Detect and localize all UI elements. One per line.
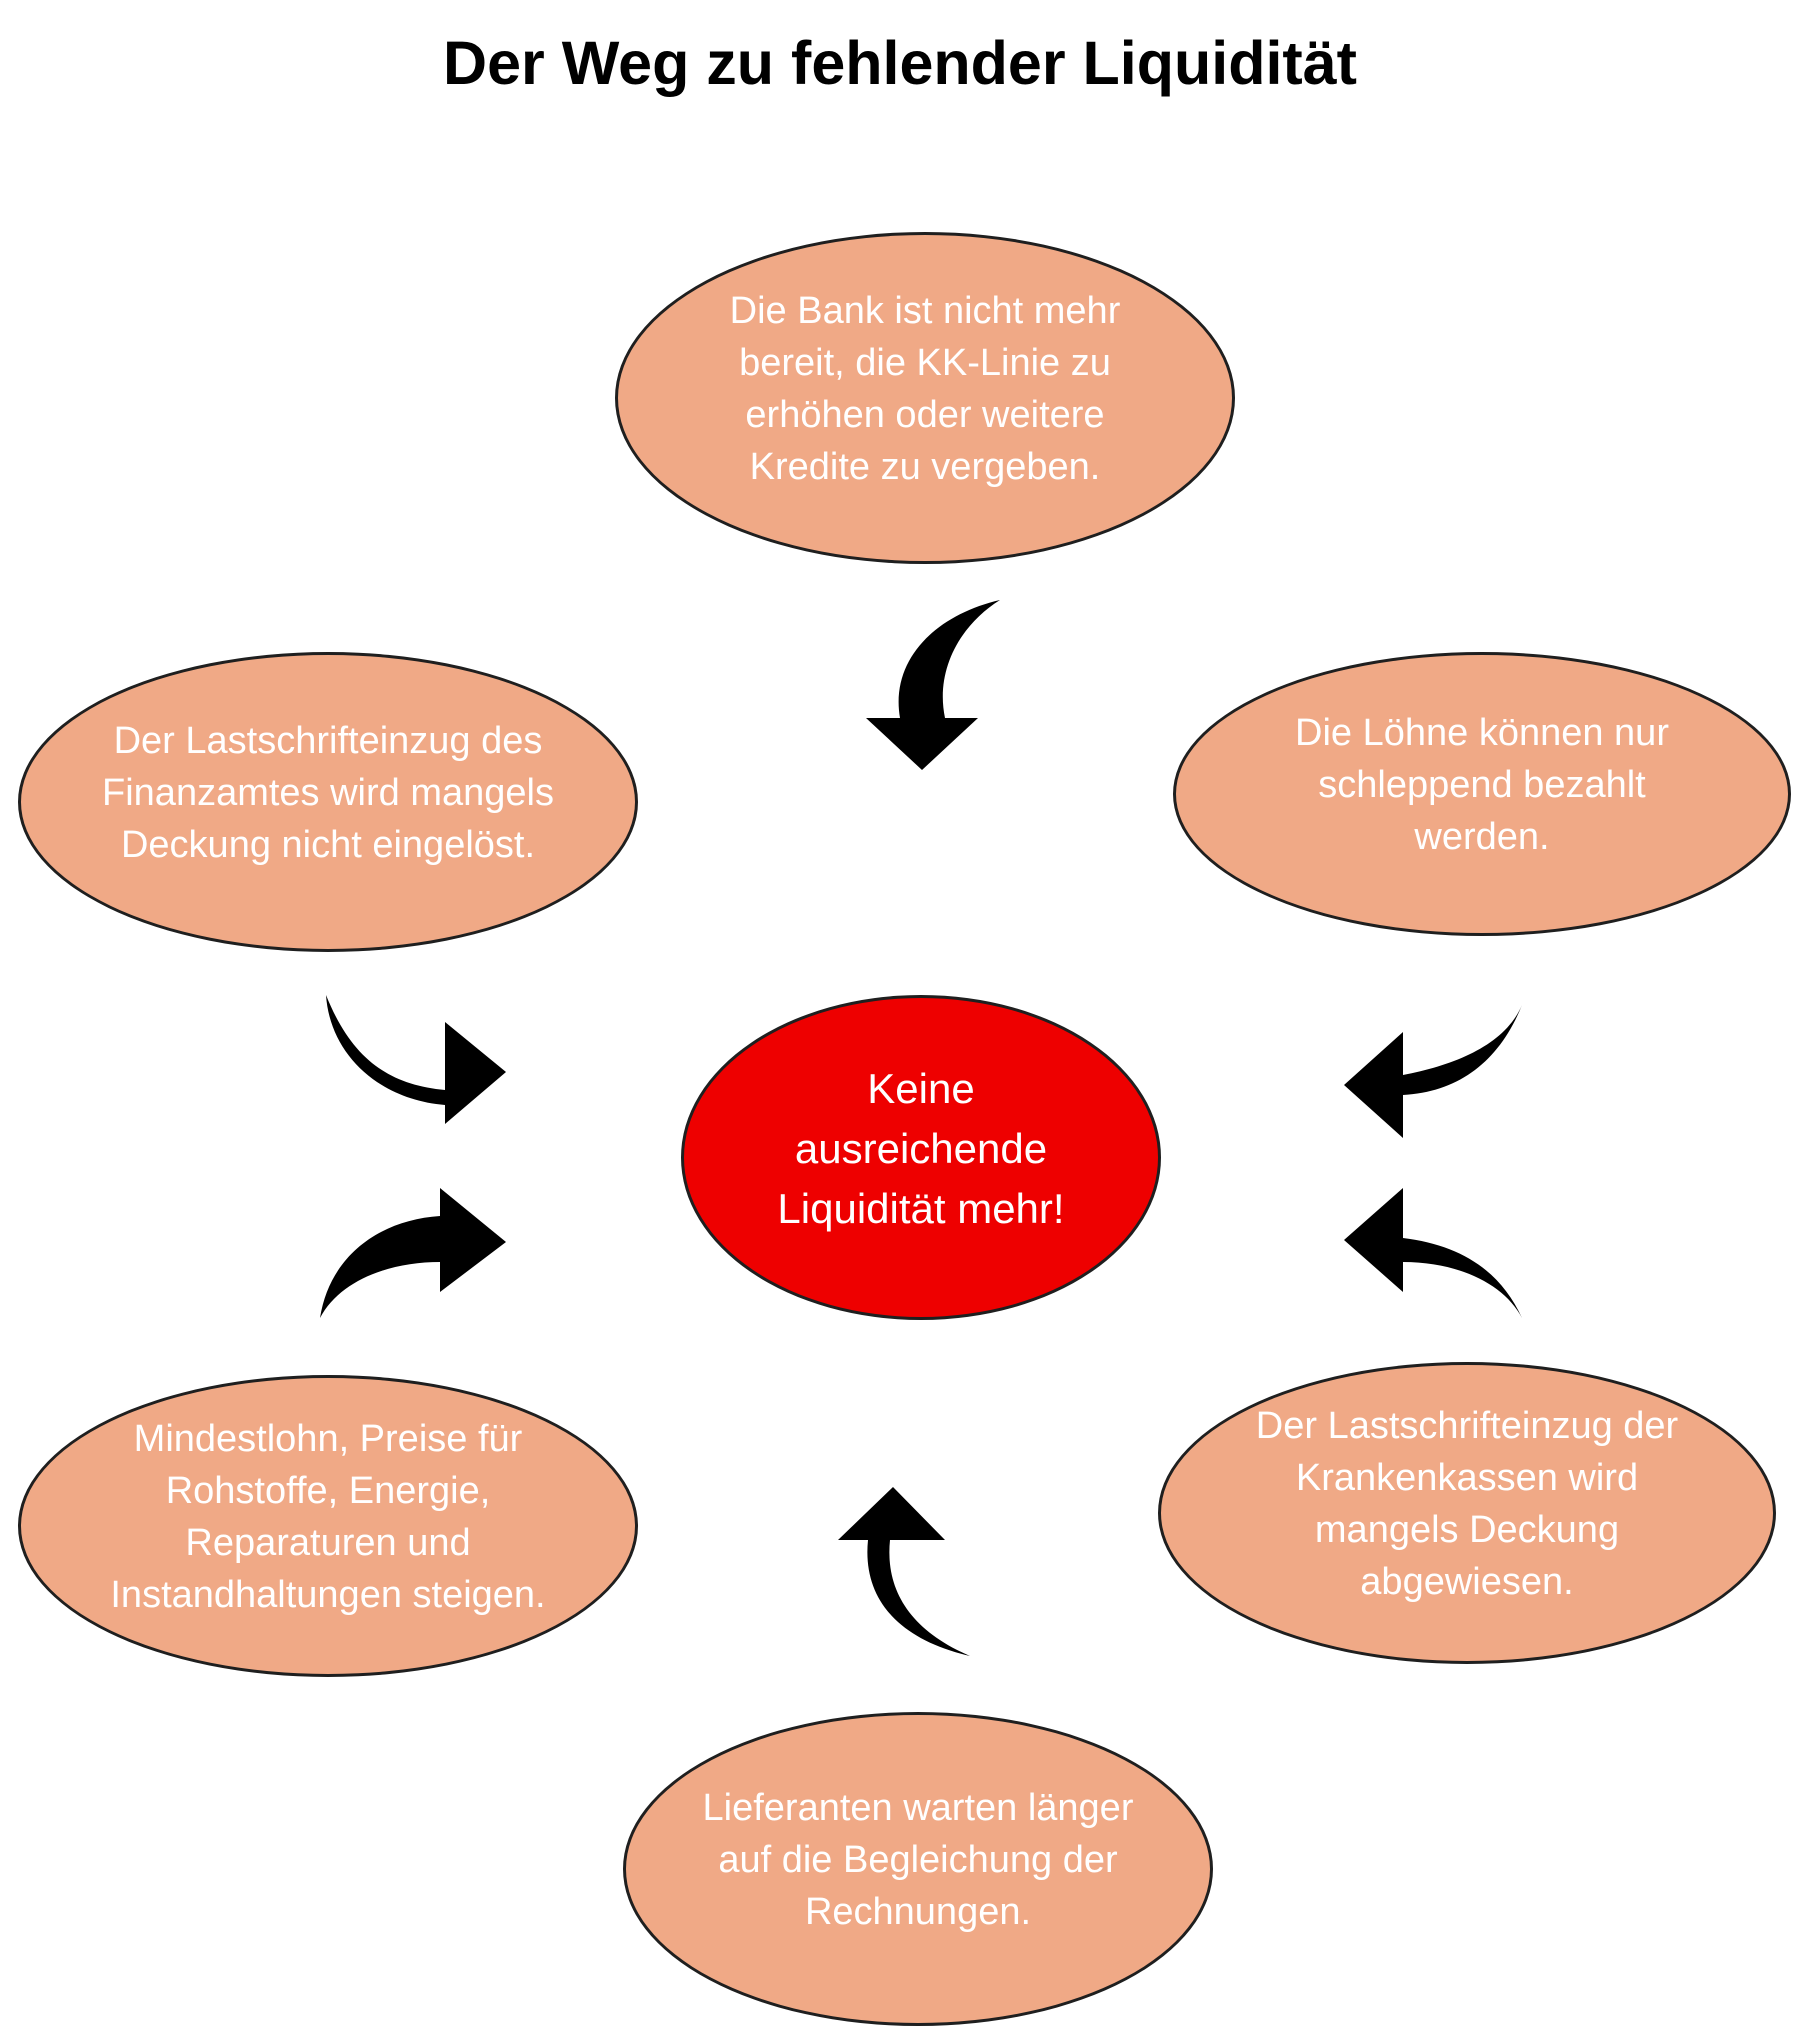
node-suppliers-waiting-label: Lieferanten warten länger auf die Beglei… [702,1787,1134,1933]
node-tax-office-debit-label: Der Lastschrifteinzug des Finanzamtes wi… [102,720,554,866]
node-suppliers-waiting: Lieferanten warten länger auf die Beglei… [623,1712,1213,2026]
arrow-top-to-center-icon [866,600,1000,770]
node-wages-delayed-label: Die Löhne können nur schleppend bezahlt … [1295,712,1669,858]
node-wages-delayed: Die Löhne können nur schleppend bezahlt … [1173,652,1791,936]
arrow-bottom-to-center-icon [838,1487,970,1656]
node-health-insurance-debit: Der Lastschrifteinzug der Krankenkassen … [1158,1362,1776,1664]
arrow-right-bottom-to-center-icon [1344,1188,1522,1318]
node-no-liquidity: Keine ausreichende Liquidität mehr! [681,995,1161,1320]
arrow-left-bottom-to-center-icon [320,1188,506,1318]
node-rising-costs: Mindestlohn, Preise für Rohstoffe, Energ… [18,1375,638,1677]
node-tax-office-debit: Der Lastschrifteinzug des Finanzamtes wi… [18,652,638,952]
arrow-right-top-to-center-icon [1344,1005,1522,1138]
node-health-insurance-debit-label: Der Lastschrifteinzug der Krankenkassen … [1255,1405,1679,1603]
node-rising-costs-label: Mindestlohn, Preise für Rohstoffe, Energ… [110,1418,546,1616]
node-bank-credit-label: Die Bank ist nicht mehr bereit, die KK-L… [729,290,1121,488]
node-no-liquidity-label: Keine ausreichende Liquidität mehr! [777,1064,1065,1232]
arrow-left-top-to-center-icon [326,995,506,1124]
page-title: Der Weg zu fehlender Liquidität [443,29,1357,97]
node-bank-credit: Die Bank ist nicht mehr bereit, die KK-L… [615,232,1235,564]
